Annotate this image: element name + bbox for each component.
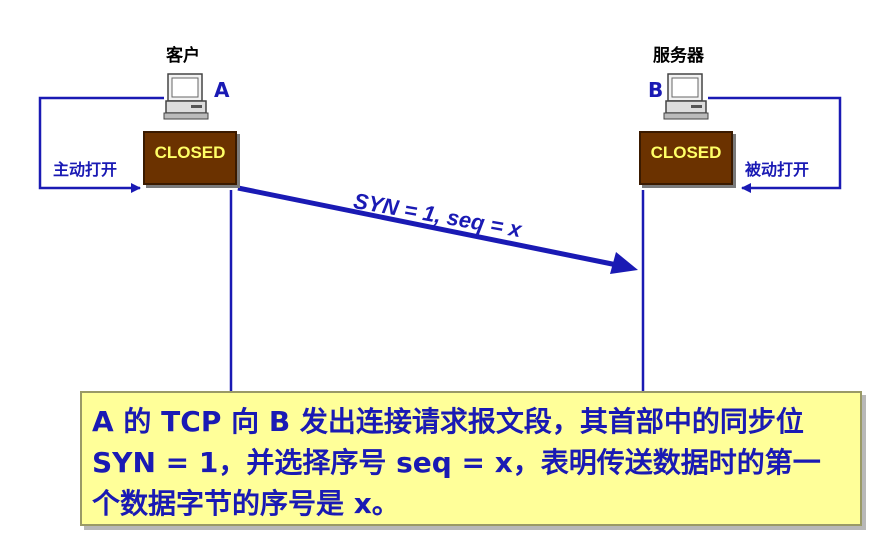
client-open-loop: [38, 96, 164, 193]
client-computer-icon: [163, 73, 209, 120]
syn-arrow: [237, 185, 623, 269]
server-role-label: 服务器: [653, 46, 704, 66]
server-computer-icon: [663, 73, 709, 120]
server-open-loop: [708, 96, 842, 193]
client-state-box: CLOSED: [143, 131, 237, 185]
syn-arrowhead: [610, 252, 638, 274]
client-action-label: 主动打开: [53, 160, 118, 179]
server-action-label: 被动打开: [745, 160, 810, 179]
server-letter-label: B: [648, 78, 664, 102]
client-letter-label: A: [214, 78, 230, 102]
server-state-box: CLOSED: [639, 131, 733, 185]
explanation-note: A 的 TCP 向 B 发出连接请求报文段，其首部中的同步位 SYN = 1，并…: [80, 391, 862, 526]
client-role-label: 客户: [166, 46, 200, 66]
